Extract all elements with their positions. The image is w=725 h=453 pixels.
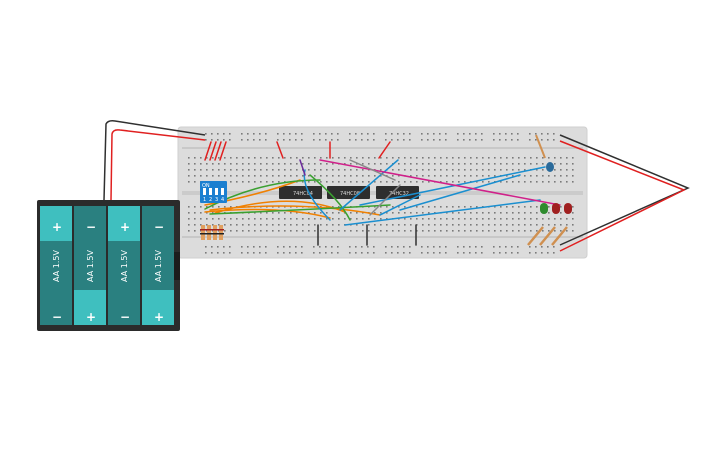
leds[interactable] bbox=[540, 203, 572, 214]
jumper-wires[interactable] bbox=[204, 141, 561, 246]
dip-toggle-2[interactable] bbox=[209, 188, 212, 195]
wire-green bbox=[204, 174, 391, 221]
chip-74hc08[interactable]: 74HC08 bbox=[327, 186, 370, 199]
cell-label: AA 1.5V bbox=[52, 250, 61, 282]
battery-cell: + − AA 1.5V bbox=[108, 206, 140, 325]
terminal-sign: + bbox=[120, 220, 130, 234]
cell-label: AA 1.5V bbox=[120, 250, 129, 282]
battery-cell: − + AA 1.5V bbox=[142, 206, 174, 325]
terminal-sign: − bbox=[154, 220, 164, 234]
dip-toggle-1[interactable] bbox=[203, 188, 206, 195]
resistors-led bbox=[527, 226, 568, 246]
terminal-sign: + bbox=[86, 310, 96, 324]
terminal-sign: − bbox=[86, 220, 96, 234]
terminal-sign: − bbox=[120, 310, 130, 324]
photoresistor[interactable] bbox=[535, 134, 554, 172]
power-wires[interactable] bbox=[103, 120, 690, 252]
wire-magenta bbox=[319, 159, 561, 206]
wire-battery-black bbox=[103, 120, 206, 201]
svg-text:2: 2 bbox=[209, 197, 212, 203]
wire-purple bbox=[299, 159, 306, 176]
wire-black-gnd bbox=[317, 224, 417, 246]
svg-text:ON: ON bbox=[202, 183, 210, 189]
wire-red-vcc bbox=[276, 141, 391, 159]
cell-label: AA 1.5V bbox=[154, 250, 163, 282]
terminal-sign: + bbox=[52, 220, 62, 234]
wire-orange bbox=[204, 179, 381, 219]
svg-text:3: 3 bbox=[215, 197, 218, 203]
svg-text:4: 4 bbox=[221, 197, 224, 203]
dip-switch[interactable]: ON 1 2 3 4 bbox=[200, 181, 227, 203]
svg-text:74HC32: 74HC32 bbox=[389, 191, 409, 197]
wire-rail-black bbox=[559, 134, 690, 246]
led-red-1 bbox=[552, 203, 560, 214]
svg-text:1: 1 bbox=[203, 197, 206, 203]
led-green bbox=[540, 203, 548, 214]
chip-74hc04[interactable]: 74HC04 bbox=[279, 186, 322, 199]
battery-cell: + − AA 1.5V bbox=[40, 206, 72, 325]
terminal-sign: + bbox=[154, 310, 164, 324]
battery-pack[interactable]: + − AA 1.5V − + AA 1.5V + − AA 1.5V − + AA 1.5V bbox=[37, 200, 180, 331]
led-red-2 bbox=[564, 203, 572, 214]
wire-red-power bbox=[204, 141, 227, 161]
wire-blue bbox=[303, 159, 546, 226]
resistor-array bbox=[200, 225, 224, 240]
svg-text:74HC08: 74HC08 bbox=[340, 191, 360, 197]
wire-rail-red bbox=[559, 140, 686, 252]
dip-toggle-3[interactable] bbox=[215, 188, 218, 195]
terminal-sign: − bbox=[52, 310, 62, 324]
svg-text:74HC04: 74HC04 bbox=[293, 191, 313, 197]
battery-cell: − + AA 1.5V bbox=[74, 206, 106, 325]
dip-toggle-4[interactable] bbox=[221, 188, 224, 195]
wire-battery-red bbox=[110, 129, 206, 201]
wire-gray bbox=[349, 159, 401, 216]
cell-label: AA 1.5V bbox=[86, 250, 95, 282]
